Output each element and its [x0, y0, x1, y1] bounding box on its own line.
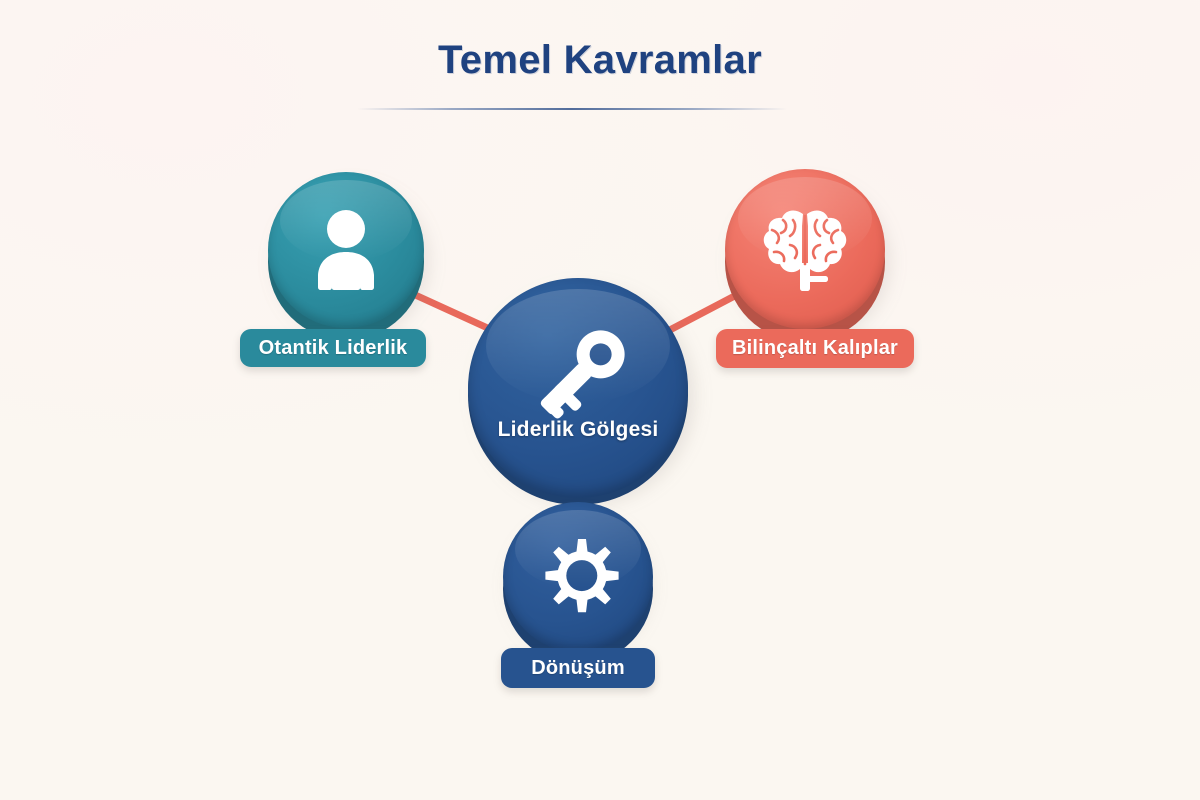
node-disc-donusum[interactable]	[503, 502, 653, 652]
badge-bilincalti-kaliplar[interactable]: Bilinçaltı Kalıplar	[716, 329, 914, 368]
key-icon	[540, 330, 625, 419]
node-disc-otantik-liderlik[interactable]	[268, 172, 424, 328]
badge-donusum[interactable]: Dönüşüm	[501, 648, 655, 688]
title-divider	[357, 108, 787, 110]
badge-label: Dönüşüm	[531, 656, 625, 679]
node-disc-bilincalti-kaliplar[interactable]	[725, 169, 885, 329]
gear-icon	[545, 539, 619, 613]
page-title: Temel Kavramlar	[438, 38, 762, 82]
person-icon	[318, 210, 374, 290]
badge-label: Otantik Liderlik	[258, 336, 408, 359]
badge-label: Bilinçaltı Kalıplar	[731, 337, 899, 359]
center-node-label: Liderlik Gölgesi	[497, 418, 659, 441]
node-disc-liderlik-golgesi[interactable]: Liderlik Gölgesi	[468, 278, 688, 498]
badge-otantik-liderlik[interactable]: Otantik Liderlik	[240, 329, 426, 367]
page-title-wrap: Temel Kavramlar	[0, 38, 1200, 110]
brain-icon	[763, 210, 847, 291]
